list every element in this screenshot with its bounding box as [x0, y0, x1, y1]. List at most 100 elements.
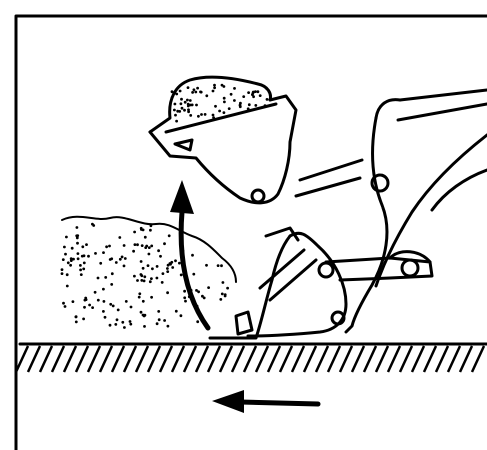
ground-hatch-line	[196, 346, 208, 372]
speckle-dot	[156, 265, 159, 268]
speckle-dot	[75, 316, 78, 319]
speckle-dot	[196, 87, 199, 90]
ground-hatch-line	[208, 346, 220, 372]
speckle-dot	[230, 93, 233, 96]
speckle-dot	[173, 109, 176, 112]
speckle-dot	[193, 88, 196, 91]
speckle-dot	[187, 110, 190, 113]
speckle-dot	[117, 309, 120, 312]
speckle-dot	[110, 257, 113, 260]
speckle-dot	[132, 250, 135, 253]
speckle-dot	[150, 277, 153, 280]
speckle-dot	[254, 104, 257, 107]
speckle-dot	[214, 105, 217, 108]
loader-arm-icon	[296, 90, 487, 332]
speckle-dot	[130, 306, 133, 309]
speckle-dot	[103, 300, 106, 303]
speckle-dot	[179, 90, 182, 93]
speckle-dot	[180, 102, 183, 105]
speckle-dot	[81, 245, 84, 248]
speckle-dot	[85, 243, 88, 246]
speckle-dot	[163, 319, 166, 322]
speckle-dot	[91, 306, 94, 309]
speckle-dot	[77, 257, 80, 260]
speckle-dot	[67, 261, 70, 264]
speckle-dot	[143, 275, 146, 278]
speckle-dot	[75, 321, 78, 324]
speckle-dot	[118, 236, 121, 239]
speckle-dot	[167, 325, 170, 328]
ground-hatch-line	[220, 346, 232, 372]
speckle-dot	[226, 287, 229, 290]
speckle-dot	[178, 262, 181, 265]
speckle-dot	[180, 274, 183, 277]
speckle-dot	[82, 318, 85, 321]
ground-hatch-line	[424, 346, 436, 372]
ground-hatch-line	[232, 346, 244, 372]
speckle-dot	[75, 234, 78, 237]
speckle-dot	[144, 246, 147, 249]
ground-hatch-line	[460, 346, 472, 372]
speckle-dot	[194, 91, 197, 94]
speckle-dot	[136, 243, 139, 246]
speckle-dot	[140, 273, 143, 276]
speckle-dot	[102, 310, 105, 313]
curl-arrow-icon	[170, 180, 208, 328]
speckle-dot	[166, 267, 169, 270]
loader-bucket-raised-icon	[150, 77, 296, 203]
speckle-dot	[162, 272, 165, 275]
speckle-dot	[180, 314, 183, 317]
speckle-dot	[212, 116, 215, 119]
speckle-dot	[136, 279, 139, 282]
speckle-dot	[142, 300, 145, 303]
ground-hatch-line	[292, 346, 304, 372]
speckle-dot	[187, 86, 190, 89]
speckle-dot	[70, 257, 73, 260]
speckle-dot	[183, 296, 186, 299]
speckle-dot	[144, 314, 147, 317]
ground-hatch-line	[400, 346, 412, 372]
speckle-dot	[83, 262, 86, 265]
speckle-dot	[104, 276, 107, 279]
speckle-dot	[212, 114, 215, 117]
speckle-dot	[150, 245, 153, 248]
ground-hatch-line	[40, 346, 52, 372]
speckle-dot	[138, 296, 141, 299]
speckle-dot	[140, 279, 143, 282]
speckle-dot	[156, 322, 159, 325]
speckle-dot	[180, 98, 183, 101]
speckle-dot	[157, 249, 160, 252]
speckle-dot	[134, 243, 137, 246]
ground-hatch-line	[328, 346, 340, 372]
ground-hatch-line	[364, 346, 376, 372]
speckle-dot	[123, 326, 126, 329]
ground-hatch-line	[100, 346, 112, 372]
speckle-dot	[219, 298, 222, 301]
speckle-dot	[221, 84, 224, 87]
speckle-dot	[257, 90, 260, 93]
speckle-dot	[91, 223, 94, 226]
speckle-dot	[66, 273, 69, 276]
ground-hatch-line	[316, 346, 328, 372]
speckle-dot	[66, 285, 69, 288]
speckle-dot	[82, 268, 85, 271]
speckle-dot	[148, 246, 151, 249]
speckle-dot	[97, 299, 100, 302]
speckle-dot	[171, 266, 174, 269]
speckle-dot	[223, 111, 226, 114]
speckle-dot	[196, 320, 199, 323]
speckle-dot	[141, 244, 144, 247]
speckle-dot	[170, 261, 173, 264]
speckle-dot	[191, 91, 194, 94]
ground-hatch-line	[136, 346, 148, 372]
speckle-dot	[79, 264, 82, 267]
speckle-dot	[72, 300, 75, 303]
speckle-dot	[104, 316, 107, 319]
ground-hatch-line	[172, 346, 184, 372]
speckle-dot	[83, 306, 86, 309]
speckle-dot	[218, 110, 221, 113]
speckle-dot	[79, 269, 82, 272]
speckle-dot	[64, 305, 67, 308]
speckle-dot	[233, 99, 236, 102]
